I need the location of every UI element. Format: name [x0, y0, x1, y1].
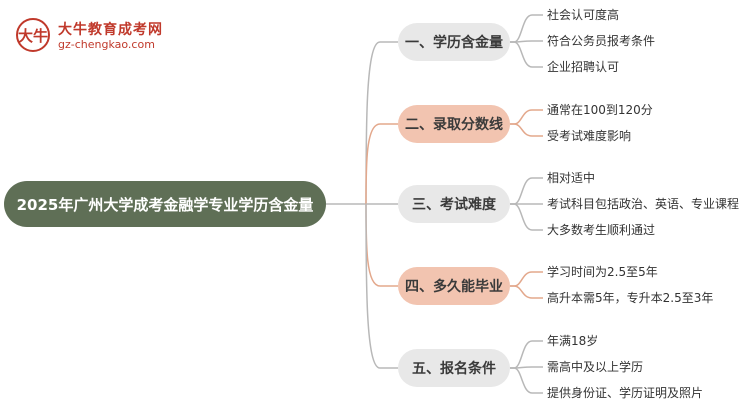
- leaf-item: 考试科目包括政治、英语、专业课程: [547, 197, 740, 211]
- leaf-connector: [510, 177, 543, 205]
- leaf-item: 提供身份证、学历证明及照片: [547, 386, 704, 400]
- leaf-item: 企业招聘认可: [547, 60, 620, 74]
- branch-connector: [365, 203, 398, 369]
- leaf-item: 符合公务员报考条件: [547, 34, 656, 48]
- leaf-item: 受考试难度影响: [547, 129, 632, 143]
- logo-mark-icon: 大牛: [16, 18, 50, 52]
- leaf-connector: [510, 41, 543, 68]
- branch-connector: [365, 203, 398, 287]
- leaf-connector: [510, 340, 543, 369]
- branch-node: 四、多久能毕业: [398, 267, 510, 305]
- leaf-connector: [510, 367, 543, 394]
- branch-node: 一、学历含金量: [398, 23, 510, 61]
- logo-title: 大牛教育成考网: [58, 22, 163, 38]
- branch-node: 五、报名条件: [398, 349, 510, 387]
- branch-node: 二、录取分数线: [398, 105, 510, 143]
- branch-connector: [365, 123, 398, 205]
- leaf-connector: [510, 123, 543, 137]
- leaf-connector: [510, 14, 543, 43]
- logo-url: gz-chengkao.com: [58, 38, 155, 51]
- branch-node: 三、考试难度: [398, 185, 510, 223]
- leaf-item: 大多数考生顺利通过: [547, 223, 656, 237]
- leaf-connector: [510, 271, 543, 287]
- branch-connector: [365, 41, 398, 205]
- leaf-connector: [510, 203, 543, 231]
- leaf-item: 通常在100到120分: [547, 103, 653, 117]
- leaf-item: 高升本需5年，专升本2.5至3年: [547, 291, 714, 305]
- leaf-item: 社会认可度高: [547, 8, 620, 22]
- site-logo: 大牛 大牛教育成考网 gz-chengkao.com: [14, 16, 174, 56]
- root-node: 2025年广州大学成考金融学专业学历含金量: [4, 181, 326, 227]
- leaf-item: 学习时间为2.5至5年: [547, 265, 658, 279]
- leaf-connector: [510, 285, 543, 299]
- leaf-item: 年满18岁: [547, 334, 599, 348]
- leaf-item: 需高中及以上学历: [547, 360, 644, 374]
- leaf-item: 相对适中: [547, 171, 596, 185]
- leaf-connector: [510, 109, 543, 125]
